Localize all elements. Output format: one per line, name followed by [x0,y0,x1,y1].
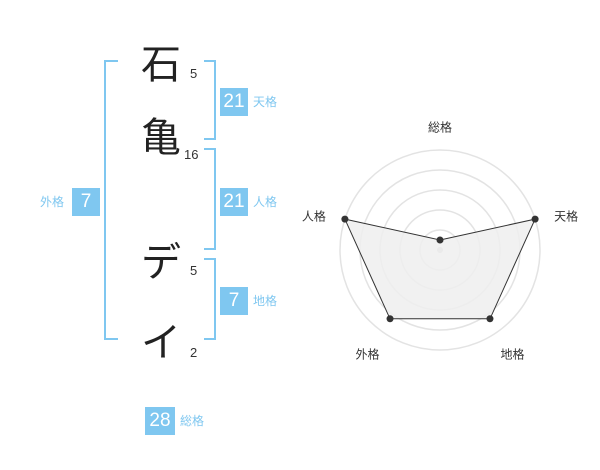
chi-value-badge: 7 [220,287,248,315]
radar-point-2 [486,315,494,323]
gai-label: 外格 [40,195,65,209]
jin-value-badge: 21 [220,188,248,216]
jin-bracket-side [214,148,216,250]
radar-axis-label-2: 地格 [501,347,525,360]
sou-label: 総格 [180,414,205,428]
radar-axis-label-1: 天格 [554,208,578,223]
radar-polygon [344,218,536,320]
radar-point-1 [531,215,539,223]
radar-point-3 [386,315,394,323]
name-char-1: 石 [141,42,181,88]
name-char-2: 亀 [141,115,181,161]
ten-bracket-bottom [204,138,216,140]
radar-axis-label-4: 人格 [302,208,326,223]
name-char-4: イ [141,320,181,366]
chi-bracket-top [204,258,216,260]
chi-bracket-bottom [204,338,216,340]
stroke-count-3: 5 [190,263,198,278]
radar-points [341,215,539,323]
gai-bracket-bottom [104,338,118,340]
jin-label: 人格 [253,195,278,209]
sou-value-badge: 28 [145,407,175,435]
radar-axis-label-0: 総格 [428,120,452,135]
radar-ring [339,149,541,351]
gai-bracket-top [104,60,118,62]
ten-value-badge: 21 [220,88,248,116]
stroke-count-4: 2 [190,345,198,360]
chi-label: 地格 [253,294,278,308]
ten-bracket-side [214,60,216,140]
ten-bracket-top [204,60,216,62]
stroke-count-1: 5 [190,66,198,81]
jin-bracket-top [204,148,216,150]
chi-bracket-side [214,258,216,340]
jin-bracket-bottom [204,248,216,250]
stroke-count-2: 16 [184,147,199,162]
radar-axis-label-3: 外格 [355,347,379,360]
gai-bracket-side [104,60,106,340]
ten-label: 天格 [253,95,278,109]
radar-point-4 [341,215,349,223]
name-char-3: デ [141,240,181,286]
gai-value-badge: 7 [72,188,100,216]
radar-point-0 [436,236,444,244]
